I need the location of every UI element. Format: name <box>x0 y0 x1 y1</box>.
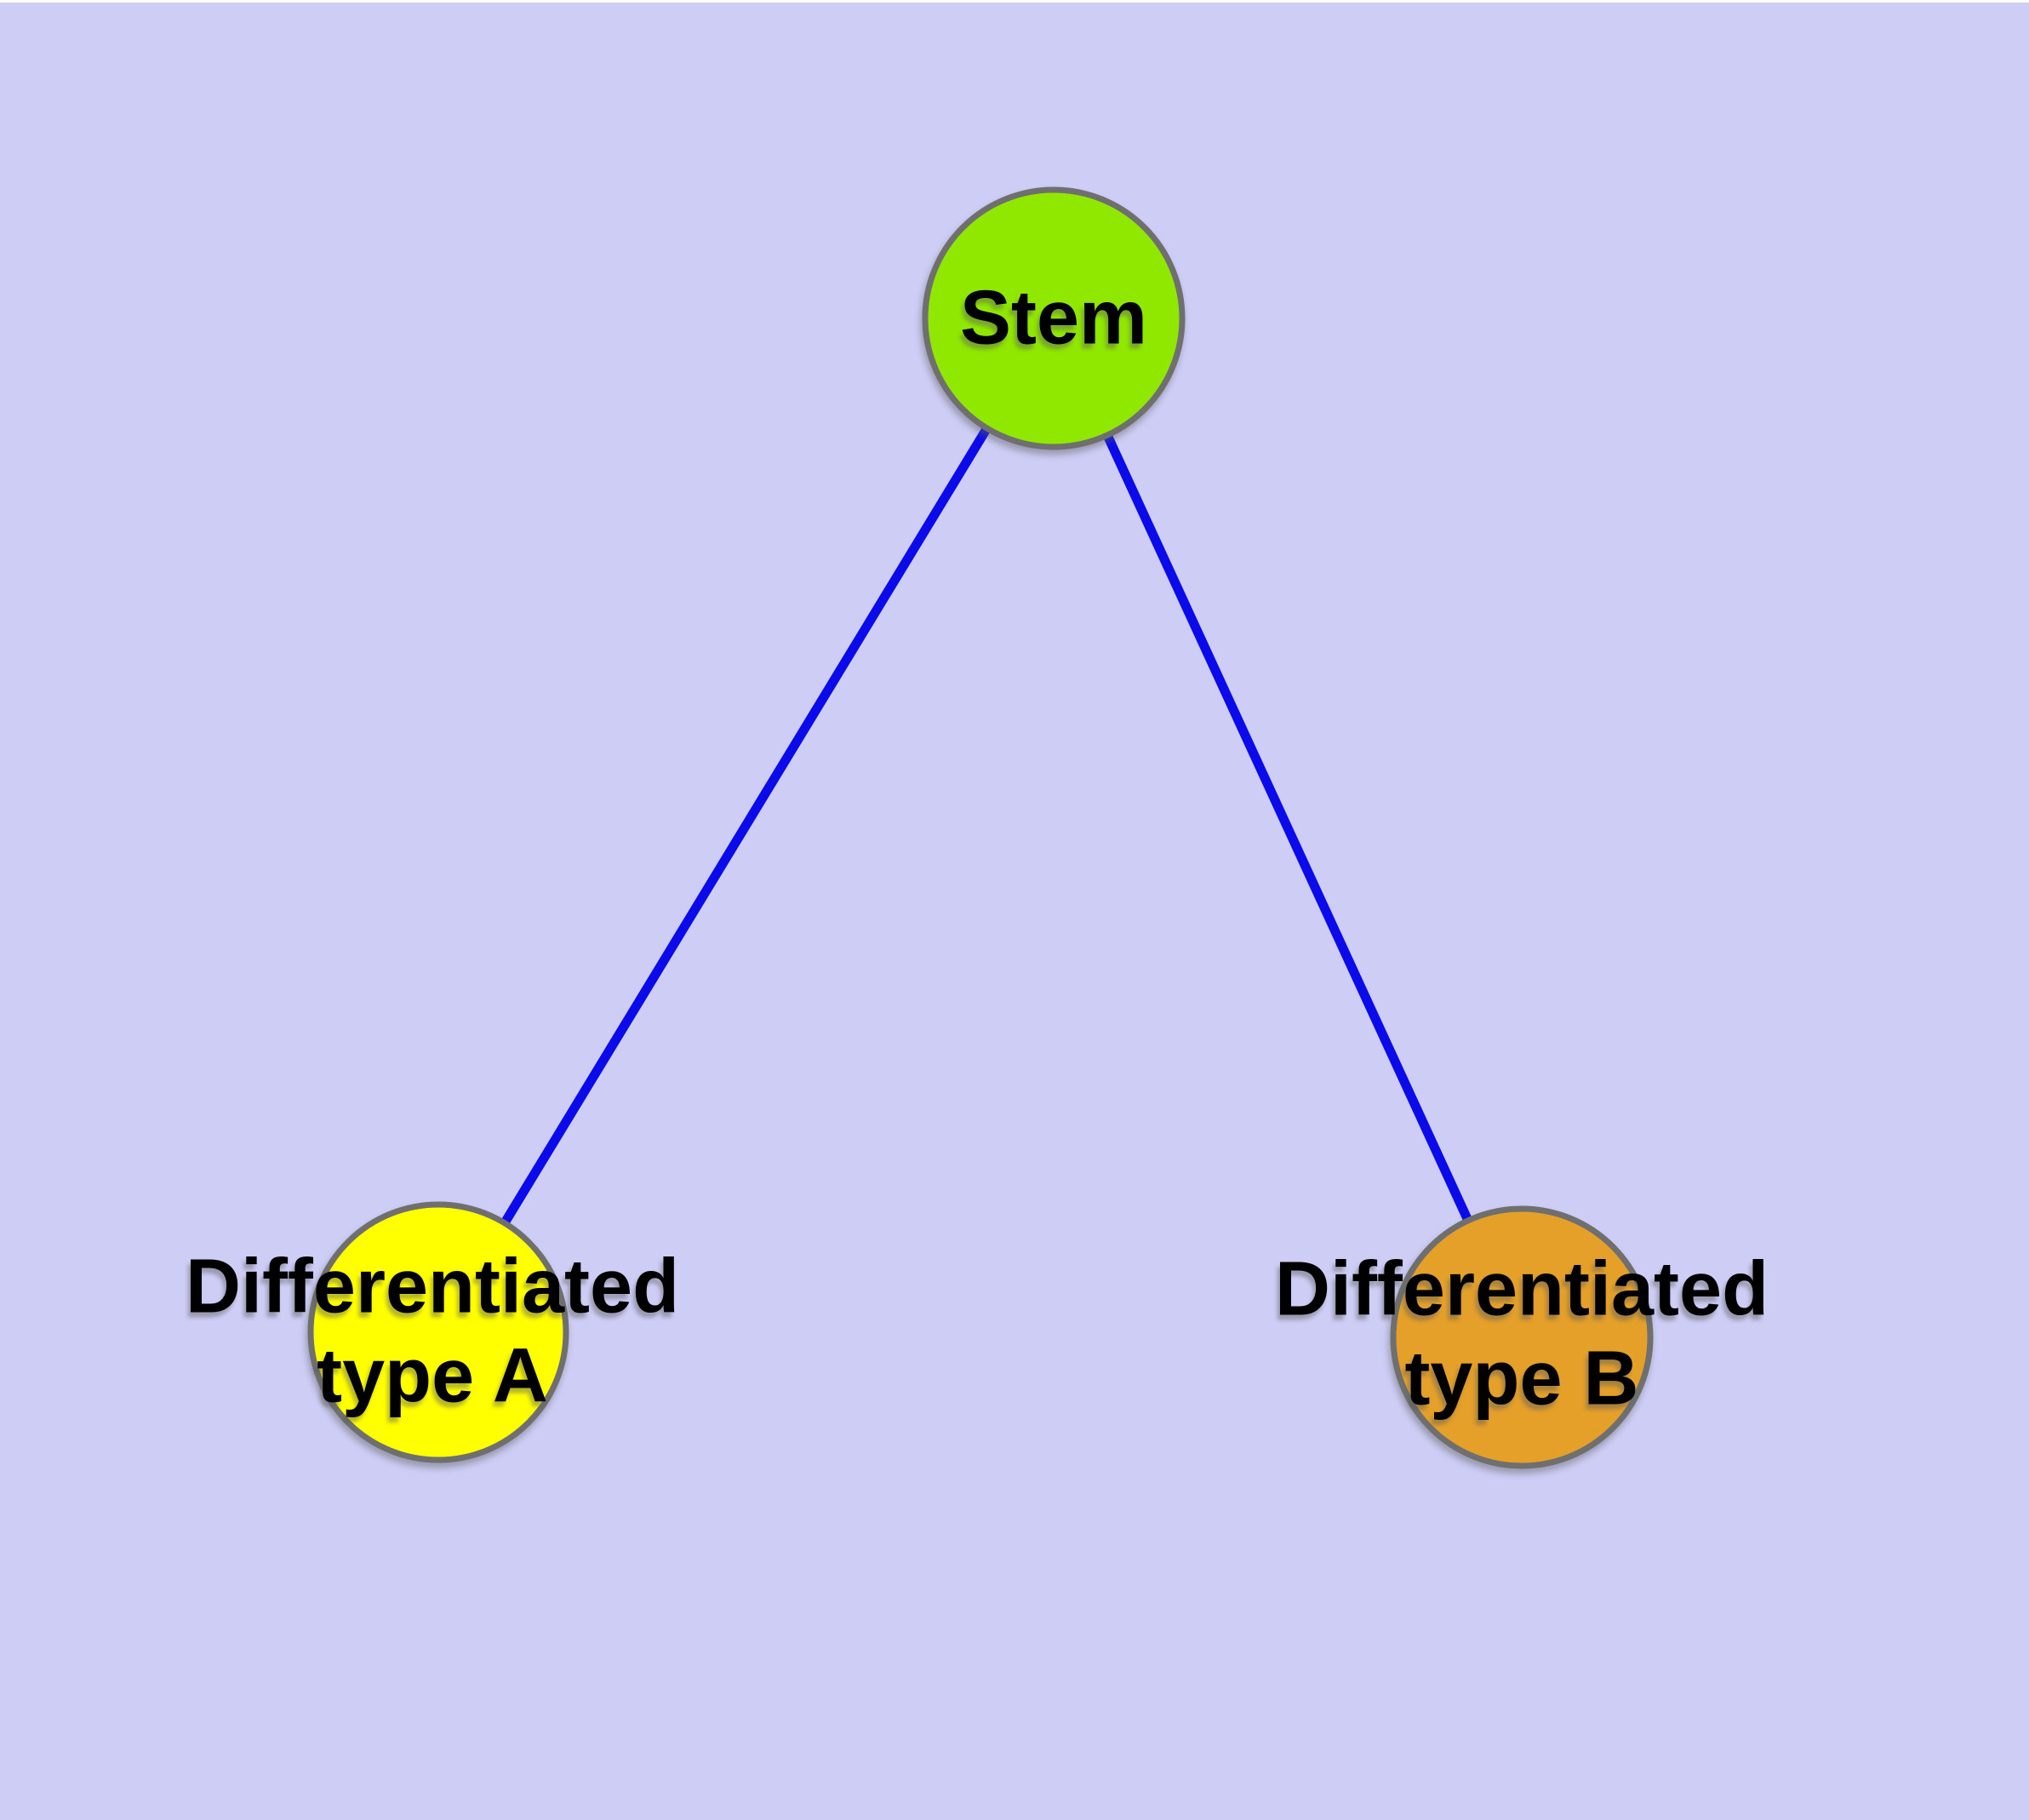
node-stem-circle <box>922 186 1186 450</box>
edge-stem-to-type-a <box>434 316 1058 1335</box>
edge-stem-to-type-b <box>1049 316 1526 1340</box>
node-type-b-circle <box>1390 1205 1654 1469</box>
node-type-a-circle <box>307 1201 569 1463</box>
